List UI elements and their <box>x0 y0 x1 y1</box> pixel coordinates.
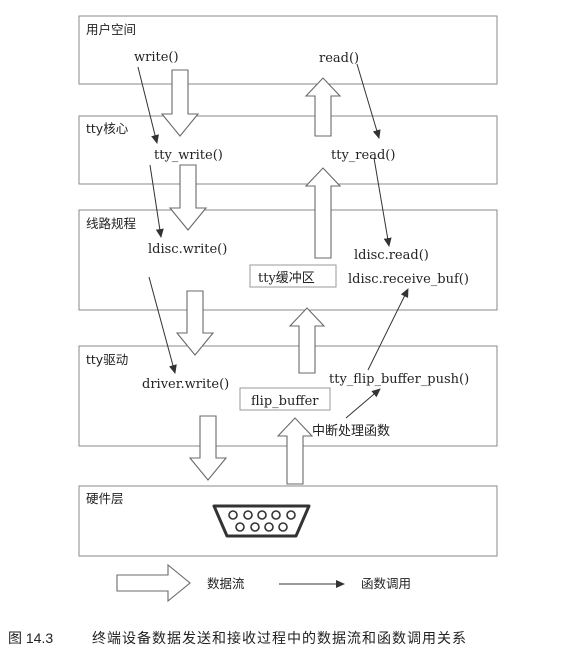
data-flow-arrow-down <box>160 69 200 137</box>
call-arrow <box>367 288 409 371</box>
tty-buffer-box <box>249 264 337 288</box>
legend-data-flow-arrow <box>116 563 191 603</box>
func-tty-write: tty_write() <box>154 148 223 163</box>
func-tty-read: tty_read() <box>331 148 395 163</box>
data-flow-arrow-down <box>168 164 208 231</box>
func-ldisc-write: ldisc.write() <box>148 242 227 257</box>
tty-buffer-label: tty缓冲区 <box>258 271 315 286</box>
data-flow-arrow-up <box>304 167 342 259</box>
user-space-box <box>78 15 498 85</box>
tty-core-box <box>78 115 498 185</box>
layer-label-tty-driver: tty驱动 <box>86 352 128 367</box>
data-flow-arrow-up <box>304 77 342 137</box>
func-ldisc-receive-buf: ldisc.receive_buf() <box>348 272 469 287</box>
call-arrow <box>137 66 159 144</box>
data-flow-arrow-up <box>276 417 314 485</box>
call-arrow <box>149 164 164 238</box>
func-write: write() <box>134 50 179 65</box>
line-discipline-box <box>78 209 498 311</box>
flip-buffer-box <box>239 387 331 411</box>
legend-function-call-label: 函数调用 <box>361 576 411 591</box>
func-ldisc-read: ldisc.read() <box>354 248 429 263</box>
call-arrow <box>345 388 381 419</box>
data-flow-arrow-down <box>188 415 228 481</box>
func-driver-write: driver.write() <box>142 377 229 392</box>
func-interrupt-handler: 中断处理函数 <box>312 424 390 439</box>
call-arrow <box>356 63 381 139</box>
layer-label-line-discipline: 线路规程 <box>86 216 137 231</box>
flip-buffer-label: flip_buffer <box>251 394 319 409</box>
data-flow-arrow-up <box>288 307 326 374</box>
layer-label-user-space: 用户空间 <box>86 22 136 37</box>
legend-data-flow-label: 数据流 <box>207 576 245 591</box>
call-arrow <box>373 157 392 247</box>
data-flow-arrow-down <box>175 290 215 356</box>
figure-number: 图 14.3 <box>8 630 53 646</box>
func-read: read() <box>319 51 359 66</box>
figure-caption: 终端设备数据发送和接收过程中的数据流和函数调用关系 <box>92 630 467 647</box>
serial-port-icon <box>212 504 311 538</box>
func-tty-flip-buffer-push: tty_flip_buffer_push() <box>329 372 469 387</box>
layer-label-tty-core: tty核心 <box>86 121 129 136</box>
hardware-box <box>78 485 498 557</box>
layer-label-hardware: 硬件层 <box>86 491 124 506</box>
call-arrow <box>148 276 177 374</box>
